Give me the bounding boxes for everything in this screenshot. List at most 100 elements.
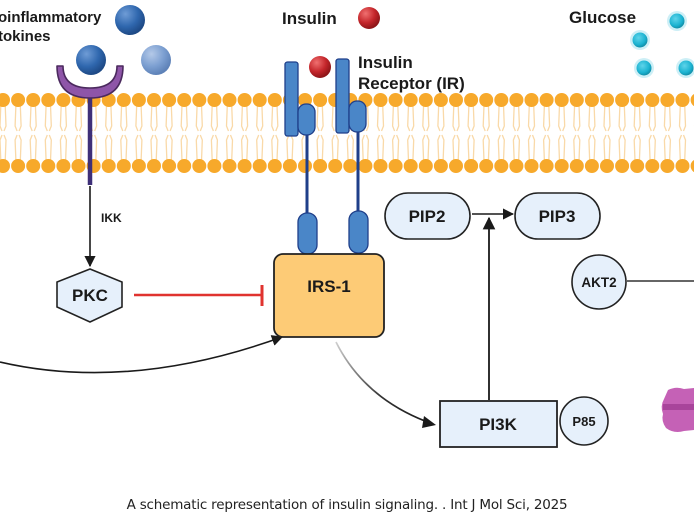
lipid-head	[600, 93, 614, 107]
lipid-tail	[376, 99, 381, 132]
lipid-tail	[622, 99, 626, 132]
lipid-tail	[180, 99, 184, 132]
lipid-head	[539, 159, 554, 173]
akt2-node	[571, 254, 627, 310]
lipid-tail	[391, 99, 396, 132]
lipid-head	[403, 159, 418, 173]
lipid-tail	[195, 134, 199, 167]
lipid-head	[373, 93, 388, 107]
lipid-tail	[411, 99, 415, 132]
lipid-tail	[395, 134, 400, 167]
lipid-tail	[380, 134, 385, 167]
lipid-tail	[452, 99, 456, 132]
lipid-tail	[290, 134, 294, 167]
lipid-tail	[531, 99, 536, 132]
lipid-head	[660, 93, 675, 107]
pip3-label: PIP3	[539, 207, 576, 226]
receptor-label-line2: Receptor (IR)	[358, 74, 465, 93]
lipid-head	[41, 159, 56, 173]
lipid-head	[403, 93, 418, 107]
lipid-tail	[407, 99, 411, 132]
lipid-tail	[33, 134, 37, 167]
cytokines-label-line1: oinflammatory	[0, 9, 102, 26]
lipid-head	[388, 93, 403, 107]
lipid-head	[162, 93, 177, 107]
lipid-tail	[59, 134, 64, 167]
lipid-head	[313, 93, 328, 107]
irs1-to-pi3k-arrowhead	[422, 416, 436, 428]
lipid-tail	[527, 99, 532, 132]
lipid-head	[177, 93, 192, 107]
lipid-tail	[592, 99, 596, 132]
lipid-head	[0, 93, 10, 107]
p85-node	[559, 396, 609, 446]
insulin-molecule-bound	[309, 56, 331, 78]
lipid-tail	[516, 99, 521, 132]
lipid-tail	[637, 99, 641, 132]
pkc-node	[56, 268, 123, 323]
pip2-label: PIP2	[409, 207, 446, 226]
lipid-tail	[154, 99, 158, 132]
lipid-tail	[199, 99, 203, 132]
lipid-head	[237, 93, 252, 107]
lipid-head	[509, 159, 524, 173]
lipid-tail	[456, 134, 460, 167]
lipid-tail	[48, 134, 52, 167]
lipid-head	[433, 159, 448, 173]
receptor-label-line1: Insulin	[358, 53, 413, 72]
glucose-label: Glucose	[569, 8, 636, 27]
lipid-head	[222, 159, 237, 173]
lipid-tail	[214, 99, 219, 132]
lipid-head	[464, 159, 479, 173]
lipid-head	[101, 159, 116, 173]
lipid-tail	[18, 99, 22, 132]
lipid-tail	[225, 99, 230, 132]
lipid-head	[645, 93, 660, 107]
lipid-head	[0, 159, 10, 173]
insulin-molecule	[358, 7, 380, 29]
cell-membrane	[0, 93, 694, 173]
lipid-tail	[169, 99, 173, 132]
lipid-tail	[546, 134, 551, 167]
lipid-tail	[109, 99, 113, 132]
lipid-tail	[622, 134, 626, 167]
lipid-tail	[422, 134, 426, 167]
lipid-tail	[648, 99, 652, 132]
insulin-label: Insulin	[282, 9, 337, 28]
lipid-tail	[165, 99, 169, 132]
lipid-head	[222, 93, 237, 107]
cytokine-molecule-free	[141, 45, 171, 75]
lipid-tail	[603, 99, 607, 132]
lipid-tail	[93, 99, 98, 132]
lipid-tail	[607, 134, 611, 167]
lipid-head	[554, 93, 569, 107]
lipid-tail	[667, 134, 672, 167]
lipid-tail	[44, 134, 48, 167]
lipid-head	[418, 159, 433, 173]
lipid-tail	[120, 99, 124, 132]
lipid-tail	[573, 99, 577, 132]
lipid-head	[41, 93, 56, 107]
lipid-head	[71, 159, 86, 173]
lipid-tail	[109, 134, 113, 167]
lipid-head	[177, 159, 192, 173]
lipid-tail	[618, 99, 622, 132]
lipid-tail	[471, 99, 475, 132]
lipid-tail	[150, 134, 154, 167]
lipid-tail	[105, 134, 109, 167]
lipid-tail	[652, 99, 656, 132]
lipid-head	[131, 159, 146, 173]
cytokine-receptor	[56, 65, 124, 99]
lipid-head	[298, 159, 312, 173]
lipid-head	[600, 159, 614, 173]
lipid-tail	[63, 134, 68, 167]
lipid-tail	[467, 99, 471, 132]
lipid-tail	[456, 99, 460, 132]
lipid-head	[554, 159, 569, 173]
pip3-node	[514, 192, 601, 240]
lipid-tail	[501, 99, 505, 132]
lipid-head	[630, 159, 645, 173]
lipid-tail	[139, 134, 143, 167]
lipid-tail	[426, 134, 430, 167]
